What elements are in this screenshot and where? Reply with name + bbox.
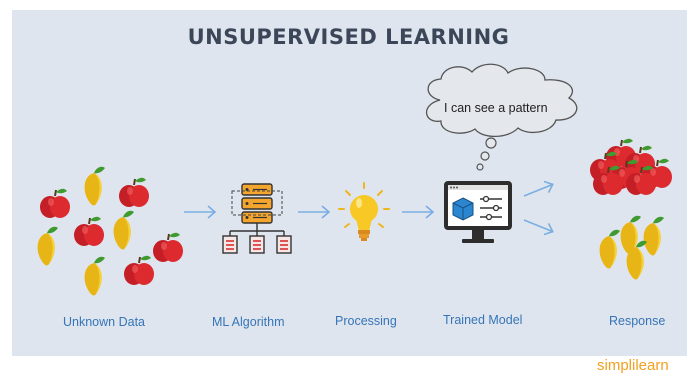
arrow-icon [401,205,434,219]
stage-label-processing: Processing [335,314,397,328]
arrow-icon [297,205,330,219]
monitor-model-icon [444,181,512,243]
page-title: UNSUPERVISED LEARNING [187,25,510,49]
lightbulb-icon [338,182,390,241]
thought-bubble [425,63,578,171]
stage-label-ml-algorithm: ML Algorithm [212,315,285,329]
mango-cluster-icon [599,215,664,280]
server-tree-icon [222,183,292,254]
diagram-canvas [12,10,687,356]
stage-label-unknown-data: Unknown Data [63,315,145,329]
unknown-data-fruit-icon [37,166,184,296]
brand-logo: simplilearn [597,357,669,374]
arrow-icon [520,213,556,238]
apple-cluster-icon [589,137,673,196]
stage-label-trained-model: Trained Model [443,313,523,327]
arrow-icon [183,205,216,219]
thought-bubble-text: I can see a pattern [444,101,548,115]
stage-label-response: Response [609,314,666,328]
arrow-icon [520,178,556,203]
